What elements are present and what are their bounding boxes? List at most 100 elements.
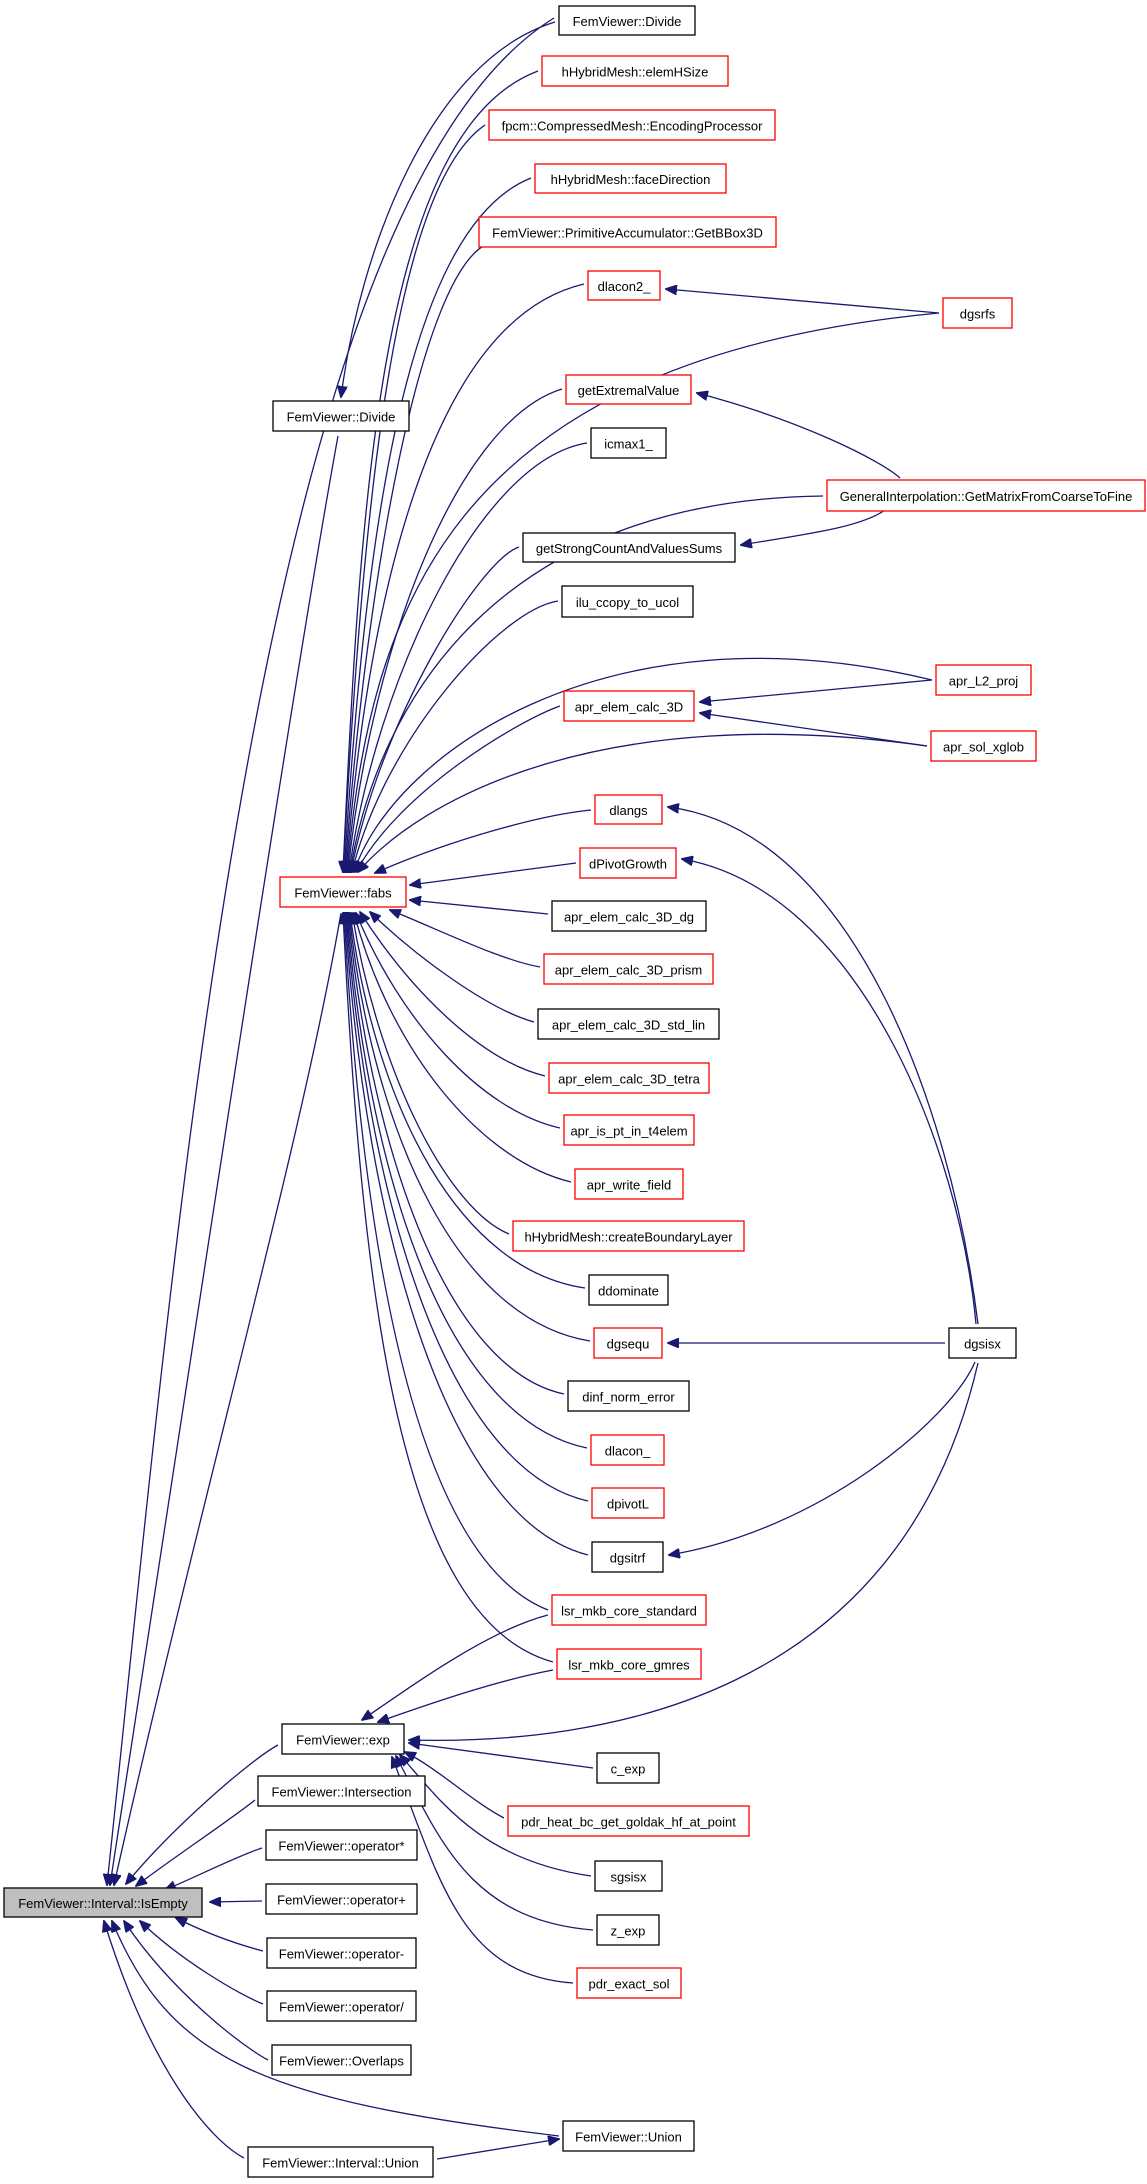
edge-line bbox=[343, 913, 554, 1663]
edge-line bbox=[344, 177, 532, 872]
node-label: getStrongCountAndValuesSums bbox=[536, 541, 723, 556]
node-get-matrix-coarse-to-fine[interactable]: GeneralInterpolation::GetMatrixFromCoars… bbox=[826, 479, 1146, 512]
edge-fabs-dgsitrf bbox=[345, 913, 589, 1556]
node-label: getExtremalValue bbox=[578, 383, 680, 398]
node-sgsisx[interactable]: sgsisx bbox=[594, 1860, 663, 1892]
node-apr-l2-proj[interactable]: apr_L2_proj bbox=[935, 664, 1032, 696]
node-operator-div[interactable]: FemViewer::operator/ bbox=[266, 1990, 417, 2022]
node-dlacon2[interactable]: dlacon2_ bbox=[587, 270, 661, 301]
node-encoding-processor[interactable]: fpcm::CompressedMesh::EncodingProcessor bbox=[488, 109, 776, 141]
edge-line bbox=[410, 862, 577, 885]
edge-line bbox=[700, 713, 928, 747]
node-union[interactable]: FemViewer::Union bbox=[562, 2120, 695, 2152]
node-apr-is-pt-in-t4elem[interactable]: apr_is_pt_in_t4elem bbox=[563, 1114, 695, 1146]
edge-dlacon2-dgsrfs bbox=[666, 289, 940, 314]
edge-line bbox=[345, 913, 589, 1556]
edge-fabs-elemhsize bbox=[343, 70, 539, 872]
node-lsr-mkb-core-gmres[interactable]: lsr_mkb_core_gmres bbox=[556, 1648, 702, 1680]
edge-getextr-getmatrix bbox=[697, 393, 901, 479]
node-apr-elem-calc-3d-dg[interactable]: apr_elem_calc_3D_dg bbox=[551, 900, 707, 932]
edge-line bbox=[343, 124, 486, 872]
node-label: FemViewer::Intersection bbox=[272, 1785, 412, 1800]
node-lsr-mkb-core-standard[interactable]: lsr_mkb_core_standard bbox=[551, 1594, 707, 1626]
edge-line bbox=[405, 1752, 505, 1819]
node-label: FemViewer::Divide bbox=[287, 410, 396, 425]
node-divide-top[interactable]: FemViewer::Divide bbox=[558, 5, 696, 36]
node-exp[interactable]: FemViewer::exp bbox=[281, 1723, 405, 1755]
node-icmax1[interactable]: icmax1_ bbox=[590, 427, 667, 459]
edge-line bbox=[700, 679, 933, 702]
node-face-direction[interactable]: hHybridMesh::faceDirection bbox=[534, 163, 727, 194]
node-dpivotl[interactable]: dpivotL bbox=[591, 1487, 665, 1519]
node-apr-elem-calc-3d-prism[interactable]: apr_elem_calc_3D_prism bbox=[543, 953, 714, 985]
node-label: ddominate bbox=[598, 1284, 659, 1299]
node-dgsisx[interactable]: dgsisx bbox=[948, 1327, 1017, 1359]
node-divide-mid[interactable]: FemViewer::Divide bbox=[272, 400, 410, 432]
node-interval-union[interactable]: FemViewer::Interval::Union bbox=[247, 2146, 434, 2178]
edge-fabs-createbl bbox=[352, 913, 510, 1235]
edge-fabs-getextr bbox=[348, 388, 563, 872]
node-dlacon[interactable]: dlacon_ bbox=[590, 1434, 665, 1466]
edge-fabs-dpivotl bbox=[346, 913, 589, 1502]
node-operator-minus[interactable]: FemViewer::operator- bbox=[266, 1937, 417, 1969]
edge-line bbox=[165, 1847, 263, 1890]
edge-aprelem3d-aprl2 bbox=[700, 679, 933, 702]
node-label: FemViewer::fabs bbox=[294, 886, 392, 901]
edge-line bbox=[349, 442, 588, 872]
node-label: FemViewer::operator- bbox=[279, 1947, 404, 1962]
edge-line bbox=[126, 1744, 279, 1884]
node-dlangs[interactable]: dlangs bbox=[594, 794, 663, 825]
node-dgsequ[interactable]: dgsequ bbox=[593, 1327, 663, 1359]
node-label: ilu_ccopy_to_ucol bbox=[576, 595, 679, 610]
edge-fabs-dinfnorm bbox=[348, 913, 565, 1395]
edge-line bbox=[343, 70, 539, 872]
node-fabs[interactable]: FemViewer::fabs bbox=[279, 876, 407, 908]
edge-fabs-ddominate bbox=[350, 913, 586, 1289]
edge-fabs-aprsol bbox=[358, 733, 928, 872]
node-ilu-ccopy[interactable]: ilu_ccopy_to_ucol bbox=[561, 585, 694, 618]
node-label: dgsitrf bbox=[610, 1551, 646, 1566]
node-operator-mul[interactable]: FemViewer::operator* bbox=[265, 1829, 418, 1861]
node-get-strong-count[interactable]: getStrongCountAndValuesSums bbox=[522, 532, 736, 563]
node-intersection[interactable]: FemViewer::Intersection bbox=[257, 1775, 426, 1807]
edge-dlangs-dgsisx bbox=[668, 807, 979, 1325]
node-z-exp[interactable]: z_exp bbox=[596, 1914, 660, 1946]
node-apr-write-field[interactable]: apr_write_field bbox=[574, 1168, 684, 1200]
edge-fabs-aprl2 bbox=[354, 657, 933, 872]
edge-line bbox=[354, 913, 572, 1183]
edge-line bbox=[370, 912, 535, 1023]
node-pdr-exact-sol[interactable]: pdr_exact_sol bbox=[576, 1967, 682, 1999]
node-label: dPivotGrowth bbox=[589, 857, 667, 872]
node-label: apr_is_pt_in_t4elem bbox=[570, 1124, 687, 1139]
edge-line bbox=[346, 283, 585, 872]
node-dgsrfs[interactable]: dgsrfs bbox=[942, 297, 1013, 329]
node-label: dpivotL bbox=[607, 1497, 649, 1512]
node-dinf-norm-error[interactable]: dinf_norm_error bbox=[567, 1380, 690, 1412]
node-operator-plus[interactable]: FemViewer::operator+ bbox=[265, 1883, 418, 1915]
edge-divide-b-divide-a bbox=[341, 21, 556, 397]
edge-isempty-union-a bbox=[112, 1921, 560, 2137]
node-overlaps[interactable]: FemViewer::Overlaps bbox=[271, 2044, 412, 2076]
edge-line bbox=[348, 913, 565, 1395]
edge-aprelem3d-aprsol bbox=[700, 713, 928, 747]
node-pdr-heat-bc[interactable]: pdr_heat_bc_get_goldak_hf_at_point bbox=[507, 1805, 750, 1837]
node-create-boundary-layer[interactable]: hHybridMesh::createBoundaryLayer bbox=[512, 1220, 745, 1252]
node-apr-sol-xglob[interactable]: apr_sol_xglob bbox=[930, 730, 1037, 762]
node-get-bbox3d[interactable]: FemViewer::PrimitiveAccumulator::GetBBox… bbox=[478, 216, 777, 248]
node-isempty[interactable]: FemViewer::Interval::IsEmpty bbox=[3, 1887, 203, 1918]
node-label: hHybridMesh::faceDirection bbox=[551, 172, 711, 187]
node-dgsitrf[interactable]: dgsitrf bbox=[591, 1541, 664, 1573]
node-label: FemViewer::operator/ bbox=[279, 2000, 404, 2015]
node-c-exp[interactable]: c_exp bbox=[596, 1752, 660, 1784]
node-label: FemViewer::exp bbox=[296, 1733, 390, 1748]
node-get-extremal-value[interactable]: getExtremalValue bbox=[565, 374, 692, 405]
node-apr-elem-calc-3d[interactable]: apr_elem_calc_3D bbox=[563, 690, 695, 722]
node-ddominate[interactable]: ddominate bbox=[588, 1274, 669, 1306]
node-elemhsize[interactable]: hHybridMesh::elemHSize bbox=[541, 55, 729, 87]
node-label: FemViewer::Union bbox=[575, 2130, 682, 2145]
node-apr-elem-calc-3d-std-lin[interactable]: apr_elem_calc_3D_std_lin bbox=[537, 1008, 720, 1040]
edge-exp-lsrstd bbox=[362, 1614, 549, 1720]
node-dpivot-growth[interactable]: dPivotGrowth bbox=[579, 847, 677, 879]
node-apr-elem-calc-3d-tetra[interactable]: apr_elem_calc_3D_tetra bbox=[548, 1062, 710, 1094]
